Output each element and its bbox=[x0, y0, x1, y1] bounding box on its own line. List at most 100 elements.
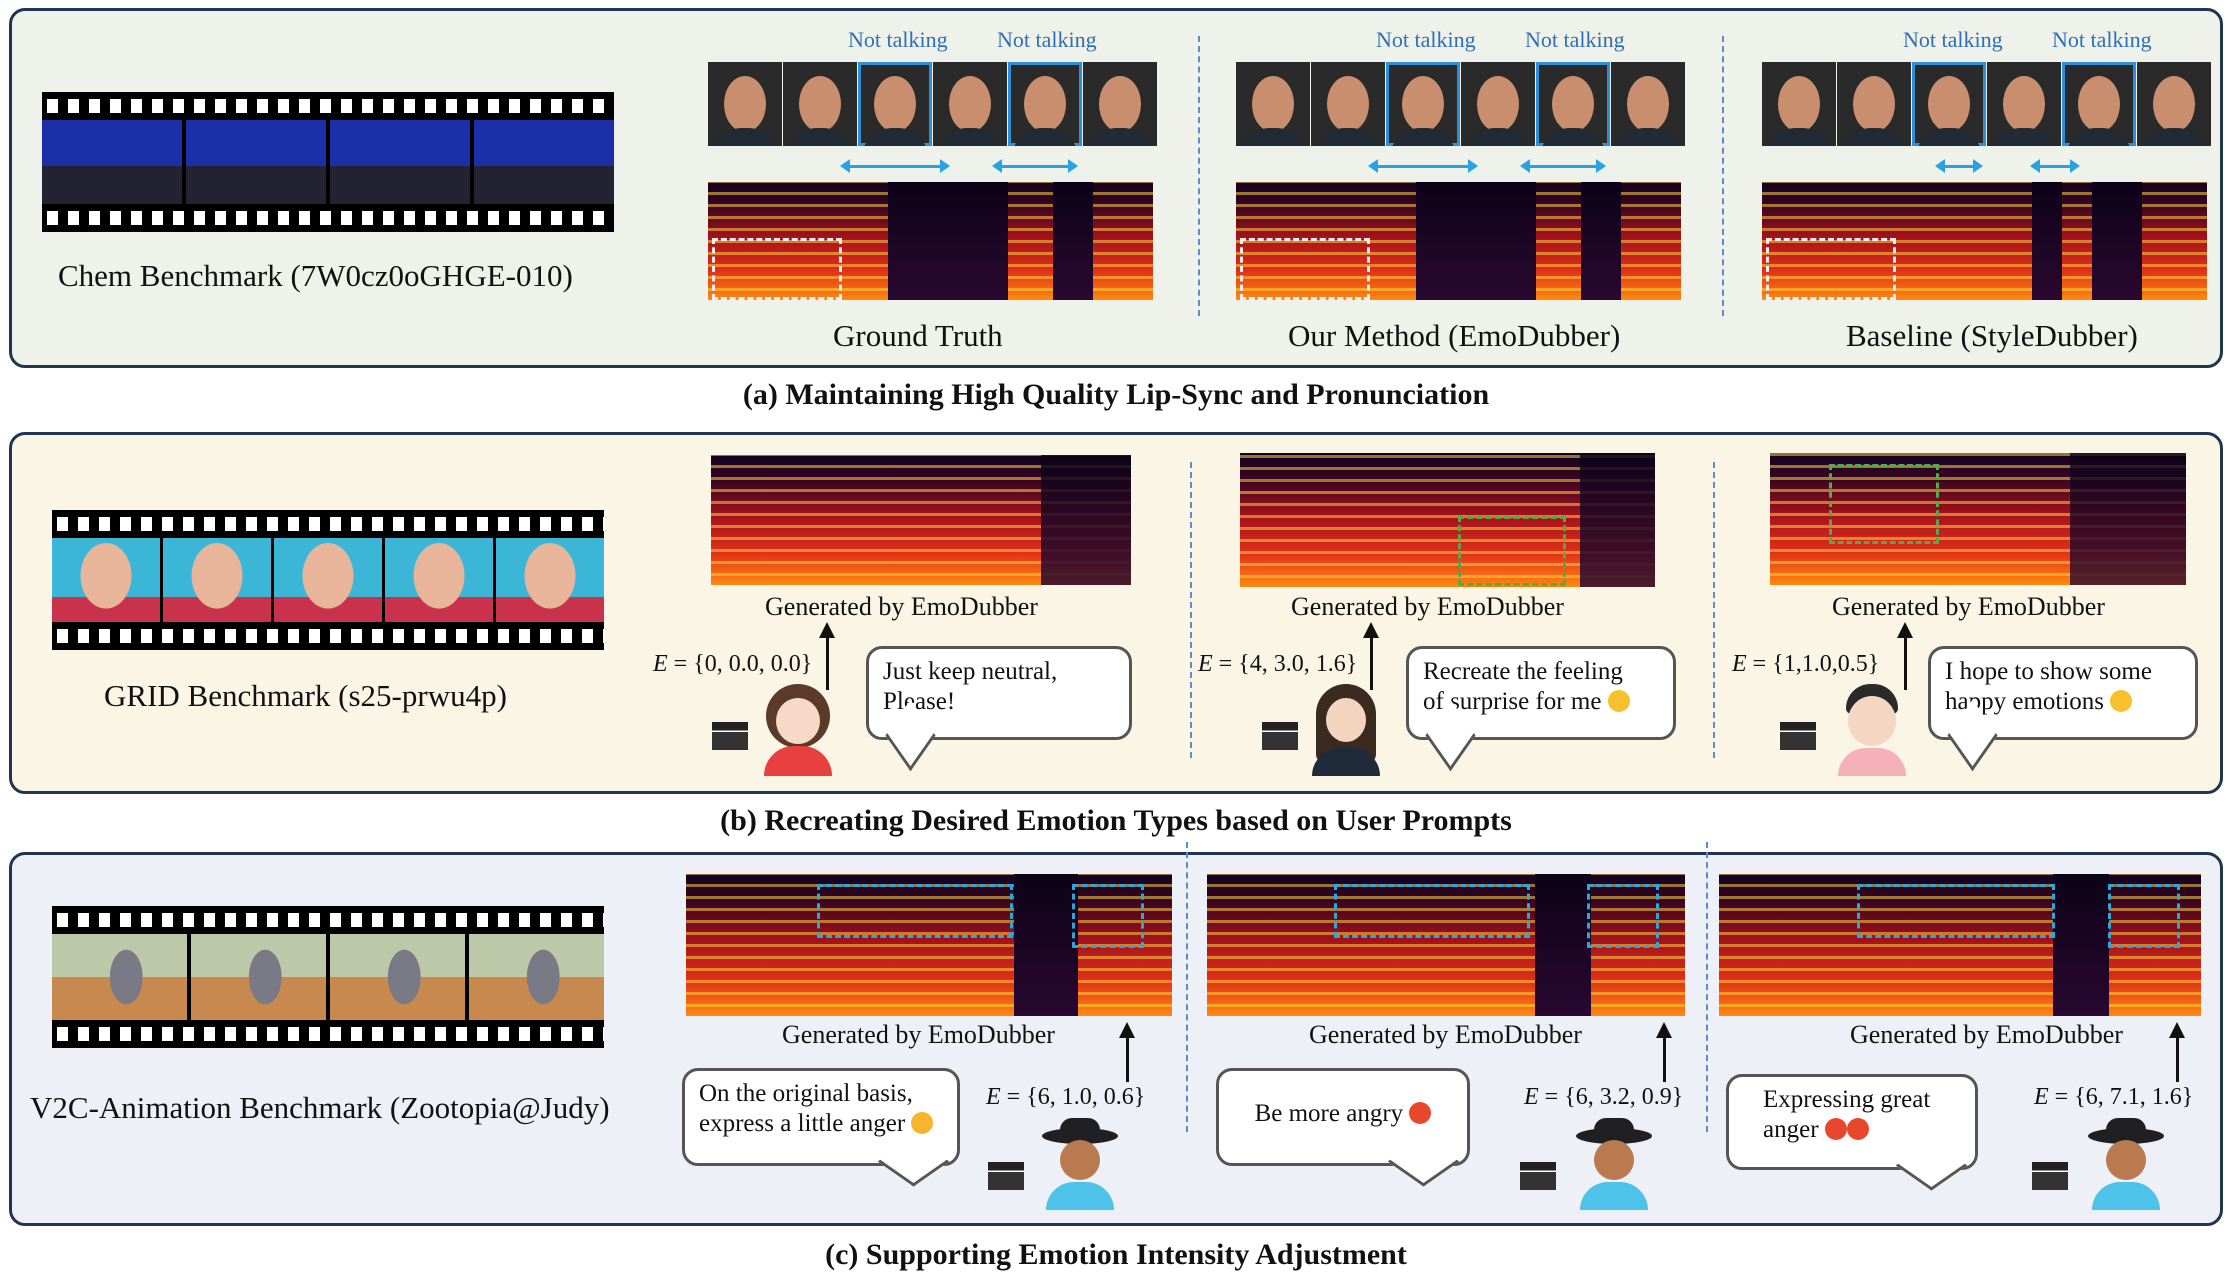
highlighted-face-frame bbox=[1386, 62, 1460, 146]
spectrogram bbox=[686, 874, 1172, 1016]
highlight-box bbox=[1458, 516, 1566, 586]
highlight-box bbox=[1587, 884, 1659, 948]
up-arrow bbox=[1897, 622, 1913, 690]
emotion-vector: E = {6, 7.1, 1.6} bbox=[2034, 1084, 2194, 1110]
emotion-vector: E = {4, 3.0, 1.6} bbox=[1198, 651, 1358, 677]
divider bbox=[1190, 462, 1192, 758]
divider bbox=[1713, 462, 1715, 758]
face-frame bbox=[1837, 62, 1911, 146]
video-frame bbox=[469, 934, 604, 1020]
man-hat-avatar-icon bbox=[2088, 1118, 2164, 1210]
not-talking-label: Not talking bbox=[1376, 27, 1476, 52]
ground-truth-title: Ground Truth bbox=[833, 318, 1003, 353]
highlight-box bbox=[1766, 238, 1896, 300]
face-frame bbox=[1987, 62, 2061, 146]
up-arrow bbox=[1119, 1022, 1135, 1082]
clapperboard-icon bbox=[1780, 722, 1816, 750]
zootopia-filmstrip bbox=[52, 906, 604, 1048]
styledubber-title: Baseline (StyleDubber) bbox=[1846, 318, 2138, 353]
prompt-bubble: Be more angry bbox=[1216, 1068, 1470, 1187]
chem-clip-label: Chem Benchmark (7W0cz0oGHGE-010) bbox=[58, 258, 573, 293]
caption-a: (a) Maintaining High Quality Lip-Sync an… bbox=[742, 378, 1490, 411]
highlight-box bbox=[817, 884, 1013, 938]
divider bbox=[1186, 842, 1188, 1132]
grid-clip-label: GRID Benchmark (s25-prwu4p) bbox=[104, 678, 507, 713]
woman-avatar-icon bbox=[1308, 684, 1384, 776]
highlight-box bbox=[1334, 884, 1530, 938]
highlight-box bbox=[1072, 884, 1144, 948]
spectrogram bbox=[708, 182, 1153, 300]
highlighted-face-frame bbox=[1008, 62, 1082, 146]
not-talking-label: Not talking bbox=[997, 27, 1097, 52]
video-frame bbox=[274, 538, 382, 622]
highlight-box bbox=[1857, 884, 2055, 938]
video-frame bbox=[496, 538, 604, 622]
emotion-vector: E = {6, 3.2, 0.9} bbox=[1524, 1084, 1684, 1110]
face-frame bbox=[1083, 62, 1157, 146]
up-arrow bbox=[819, 622, 835, 690]
clapperboard-icon bbox=[1262, 722, 1298, 750]
prompt-bubble: On the original basis,express a little a… bbox=[682, 1068, 960, 1187]
angry-face-icon bbox=[1409, 1102, 1432, 1124]
grinning-face-icon bbox=[2110, 690, 2133, 712]
highlight-box bbox=[1240, 238, 1370, 300]
up-arrow bbox=[1363, 622, 1379, 690]
highlighted-face-frame bbox=[1536, 62, 1610, 146]
video-frame bbox=[52, 538, 160, 622]
video-frame bbox=[186, 120, 326, 204]
not-talking-label: Not talking bbox=[1903, 27, 2003, 52]
duration-arrow bbox=[1520, 159, 1606, 173]
face-frame bbox=[2137, 62, 2211, 146]
highlight-box bbox=[1829, 464, 1939, 544]
duration-arrow bbox=[1368, 159, 1478, 173]
spectrogram bbox=[1770, 453, 2186, 585]
grid-filmstrip bbox=[52, 510, 604, 650]
up-arrow bbox=[2169, 1022, 2185, 1082]
face-frame bbox=[1611, 62, 1685, 146]
clapperboard-icon bbox=[1520, 1162, 1556, 1190]
face-frame bbox=[1236, 62, 1310, 146]
video-frame bbox=[474, 120, 614, 204]
zootopia-clip-label: V2C-Animation Benchmark (Zootopia@Judy) bbox=[30, 1090, 610, 1125]
duration-arrow bbox=[1935, 159, 1983, 173]
chem-filmstrip bbox=[42, 92, 614, 232]
boy-avatar-icon bbox=[1834, 684, 1910, 776]
girl-avatar-icon bbox=[760, 684, 836, 776]
generated-label: Generated by EmoDubber bbox=[1832, 592, 2105, 621]
clapperboard-icon bbox=[712, 722, 748, 750]
spectrogram bbox=[1240, 453, 1655, 587]
highlighted-face-frame bbox=[2062, 62, 2136, 146]
spectrogram bbox=[711, 455, 1131, 585]
generated-label: Generated by EmoDubber bbox=[1309, 1020, 1582, 1049]
face-frame bbox=[1461, 62, 1535, 146]
caption-c: (c) Supporting Emotion Intensity Adjustm… bbox=[825, 1238, 1407, 1271]
not-talking-label: Not talking bbox=[1525, 27, 1625, 52]
duration-arrow bbox=[992, 159, 1078, 173]
duration-arrow bbox=[840, 159, 950, 173]
surprised-face-icon bbox=[1607, 690, 1630, 712]
video-frame bbox=[42, 120, 182, 204]
not-talking-label: Not talking bbox=[848, 27, 948, 52]
caption-b: (b) Recreating Desired Emotion Types bas… bbox=[720, 804, 1512, 837]
emotion-vector: E = {1,1.0,0.5} bbox=[1732, 651, 1880, 677]
emodubber-title: Our Method (EmoDubber) bbox=[1288, 318, 1621, 353]
video-frame bbox=[163, 538, 271, 622]
highlighted-face-frame bbox=[858, 62, 932, 146]
spectrogram bbox=[1762, 182, 2207, 300]
generated-label: Generated by EmoDubber bbox=[782, 1020, 1055, 1049]
emotion-vector: E = {6, 1.0, 0.6} bbox=[986, 1084, 1146, 1110]
clapperboard-icon bbox=[988, 1162, 1024, 1190]
video-frame bbox=[385, 538, 493, 622]
face-frame bbox=[1311, 62, 1385, 146]
video-frame bbox=[191, 934, 326, 1020]
man-hat-avatar-icon bbox=[1576, 1118, 1652, 1210]
angry-face-icon bbox=[1846, 1118, 1869, 1140]
spectrogram bbox=[1236, 182, 1681, 300]
up-arrow bbox=[1656, 1022, 1672, 1082]
video-frame bbox=[330, 120, 470, 204]
highlighted-face-frame bbox=[1912, 62, 1986, 146]
duration-arrow bbox=[2030, 159, 2080, 173]
video-frame bbox=[52, 934, 187, 1020]
